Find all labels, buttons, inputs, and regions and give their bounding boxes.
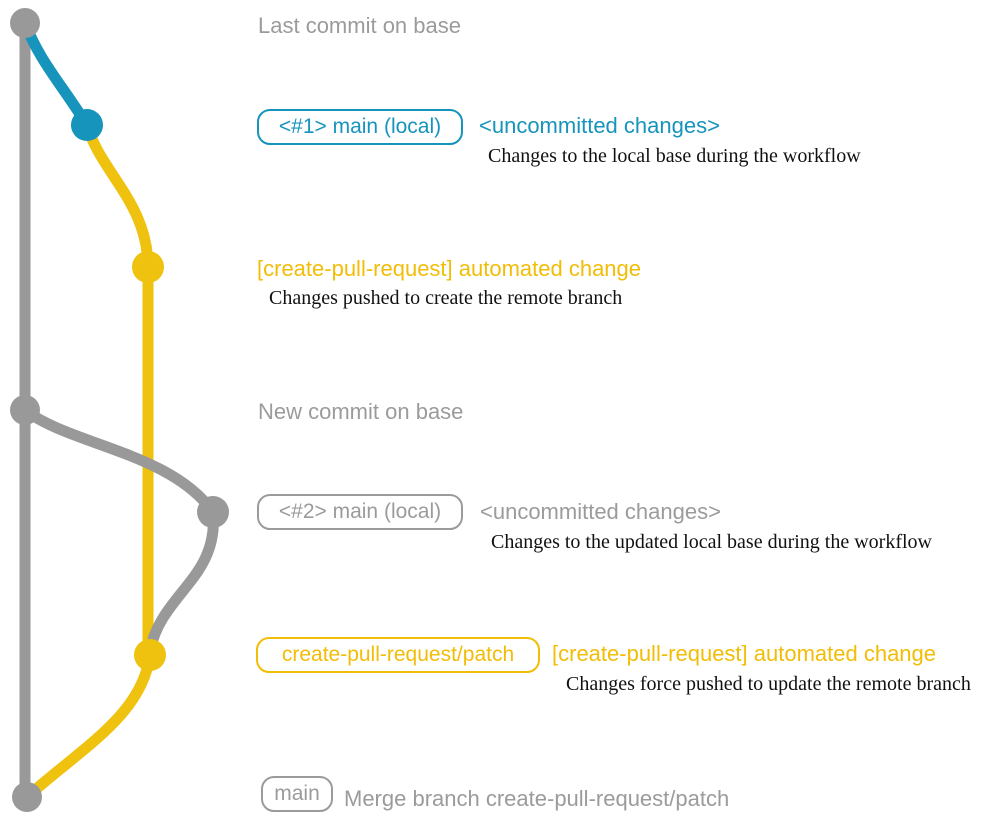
branch-label-main-local-2-text: <#2> main (local) <box>278 500 442 523</box>
branch-label-patch-text: create-pull-request/patch <box>281 643 515 666</box>
commit-node-new-base <box>10 395 40 425</box>
commit-node-automated-1 <box>132 251 164 283</box>
heading-new-commit: New commit on base <box>258 399 464 424</box>
local-main-branch-line-1 <box>19 17 93 131</box>
heading-last-commit: Last commit on base <box>258 13 461 38</box>
commit-desc-uncommitted-2: Changes to the updated local base during… <box>491 531 932 553</box>
commit-title-automated-2: [create-pull-request] automated change <box>552 641 937 666</box>
commit-desc-uncommitted-1: Changes to the local base during the wor… <box>488 145 861 167</box>
rebase-line <box>144 506 219 656</box>
commit-node-merge <box>12 782 42 812</box>
commit-desc-automated-1: Changes pushed to create the remote bran… <box>269 287 623 309</box>
patch-branch-line <box>81 119 154 661</box>
commit-node-uncommitted-1 <box>71 109 103 141</box>
branch-label-main-text: main <box>274 782 320 805</box>
commit-node-uncommitted-2 <box>197 496 229 528</box>
merge-line <box>21 649 156 803</box>
commit-title-automated-1: [create-pull-request] automated change <box>257 256 642 281</box>
branch-label-main-local-2: <#2> main (local) <box>257 494 463 530</box>
commit-title-uncommitted-2: <uncommitted changes> <box>480 499 721 524</box>
branch-label-main: main <box>261 776 333 812</box>
branch-label-main-local-1: <#1> main (local) <box>257 109 463 145</box>
commit-title-uncommitted-1: <uncommitted changes> <box>479 113 720 138</box>
commit-node-last-base <box>10 8 40 38</box>
commit-node-automated-2 <box>134 639 166 671</box>
commit-desc-automated-2: Changes force pushed to update the remot… <box>566 673 971 695</box>
commit-title-merge: Merge branch create-pull-request/patch <box>344 786 730 811</box>
branch-label-main-local-1-text: <#1> main (local) <box>278 115 442 138</box>
local-main-branch-line-2 <box>19 404 219 518</box>
branch-label-patch: create-pull-request/patch <box>256 637 540 673</box>
